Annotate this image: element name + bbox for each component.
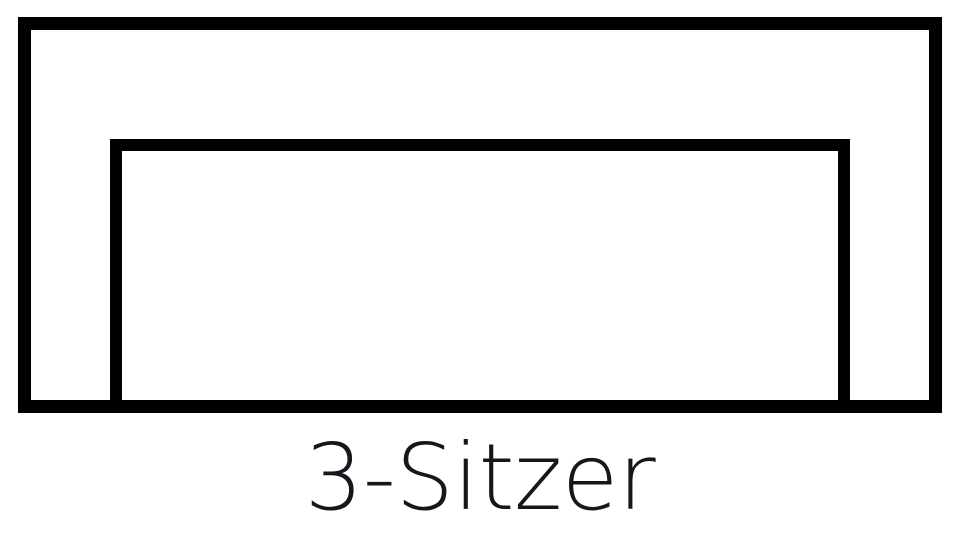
sofa-seat-cushion (110, 139, 850, 406)
sofa-pictogram-svg (18, 17, 942, 413)
sofa-outer-frame (18, 17, 942, 413)
figure-caption-label: 3-Sitzer (304, 424, 656, 531)
sofa-pictogram (18, 17, 942, 413)
figure-caption: 3-Sitzer (0, 432, 960, 544)
